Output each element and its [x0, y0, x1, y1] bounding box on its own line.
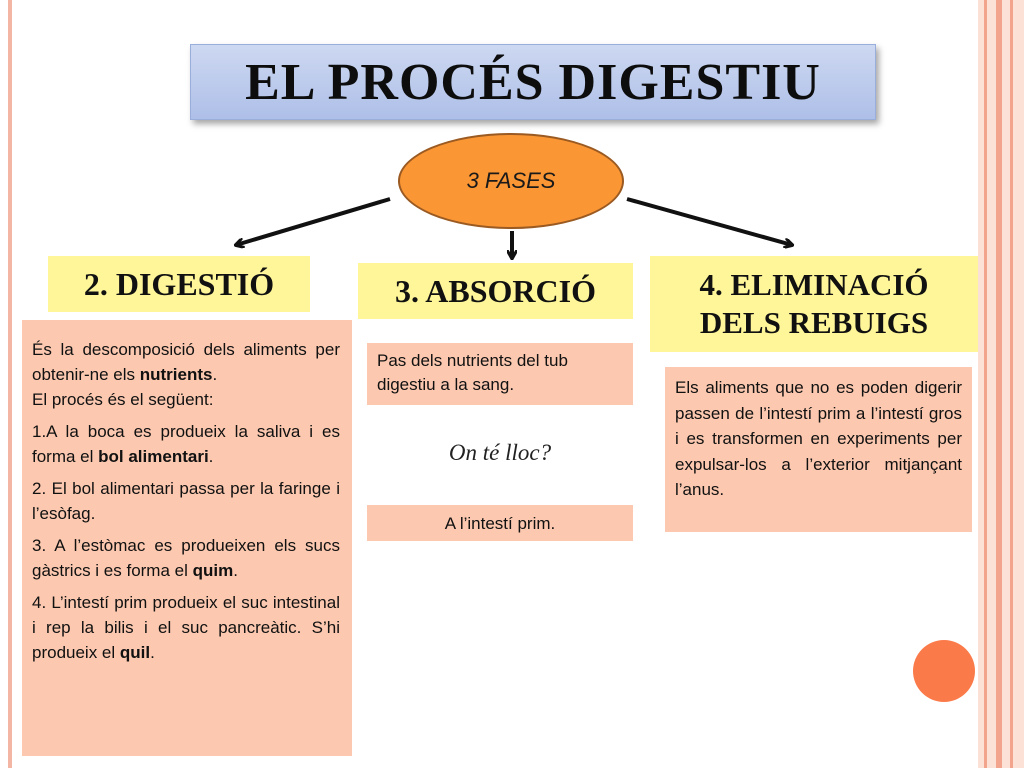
absorcio-description: Pas dels nutrients del tub digestiu a la…	[367, 343, 633, 405]
frame-left-stripe	[8, 0, 12, 768]
digestio-step-1: 1.A la boca es produeix la saliva i es f…	[32, 422, 340, 466]
eliminacio-description: Els aliments que no es poden digerir pas…	[665, 367, 972, 532]
phase-digestio-title: 2. DIGESTIÓ	[83, 265, 275, 302]
keyword-bol-alimentari: bol alimentari	[98, 447, 209, 466]
arrow-to-digestio	[236, 197, 391, 245]
keyword-nutrients: nutrients	[139, 365, 213, 384]
title-box: EL PROCÉS DIGESTIU	[190, 44, 876, 120]
frame-right-stripe	[984, 0, 987, 768]
keyword-quil: quil	[119, 643, 151, 662]
page-title: EL PROCÉS DIGESTIU	[245, 53, 821, 111]
phases-count-label: 3 FASES	[466, 168, 556, 193]
phases-ellipse: 3 FASES	[398, 133, 624, 229]
phase-digestio-heading: 2. DIGESTIÓ	[48, 256, 310, 312]
frame-right-stripe	[996, 0, 1002, 768]
absorcio-answer: A l’intestí prim.	[444, 513, 556, 533]
absorcio-question: On té lloc?	[448, 440, 552, 465]
digestio-description: És la descomposició dels aliments per ob…	[22, 320, 352, 756]
digestio-step-3: 3. A l’estòmac es produeixen els sucs gà…	[32, 536, 340, 580]
digestio-step-4: 4. L’intestí prim produeix el suc intest…	[32, 593, 340, 662]
decorative-circle	[913, 640, 975, 702]
eliminacio-description-text: Els aliments que no es poden digerir pas…	[675, 378, 962, 499]
digestio-intro: És la descomposició dels aliments per ob…	[32, 340, 340, 384]
phase-absorcio-title: 3. ABSORCIÓ	[395, 272, 596, 309]
phase-absorcio-heading: 3. ABSORCIÓ	[358, 263, 633, 319]
digestio-intro2: El procés és el següent:	[32, 390, 214, 409]
frame-right-stripe	[1010, 0, 1013, 768]
phase-eliminacio-heading: 4. ELIMINACIÓ DELS REBUIGS	[650, 256, 978, 352]
arrow-to-eliminacio	[626, 197, 792, 245]
keyword-quim: quim	[192, 561, 234, 580]
absorcio-description-text: Pas dels nutrients del tub digestiu a la…	[377, 351, 568, 394]
phase-eliminacio-title-line2: DELS REBUIGS	[699, 305, 929, 340]
absorcio-answer-box: A l’intestí prim.	[367, 505, 633, 541]
digestio-step-2: 2. El bol alimentari passa per la faring…	[32, 479, 340, 523]
phase-eliminacio-title-line1: 4. ELIMINACIÓ	[699, 267, 929, 302]
